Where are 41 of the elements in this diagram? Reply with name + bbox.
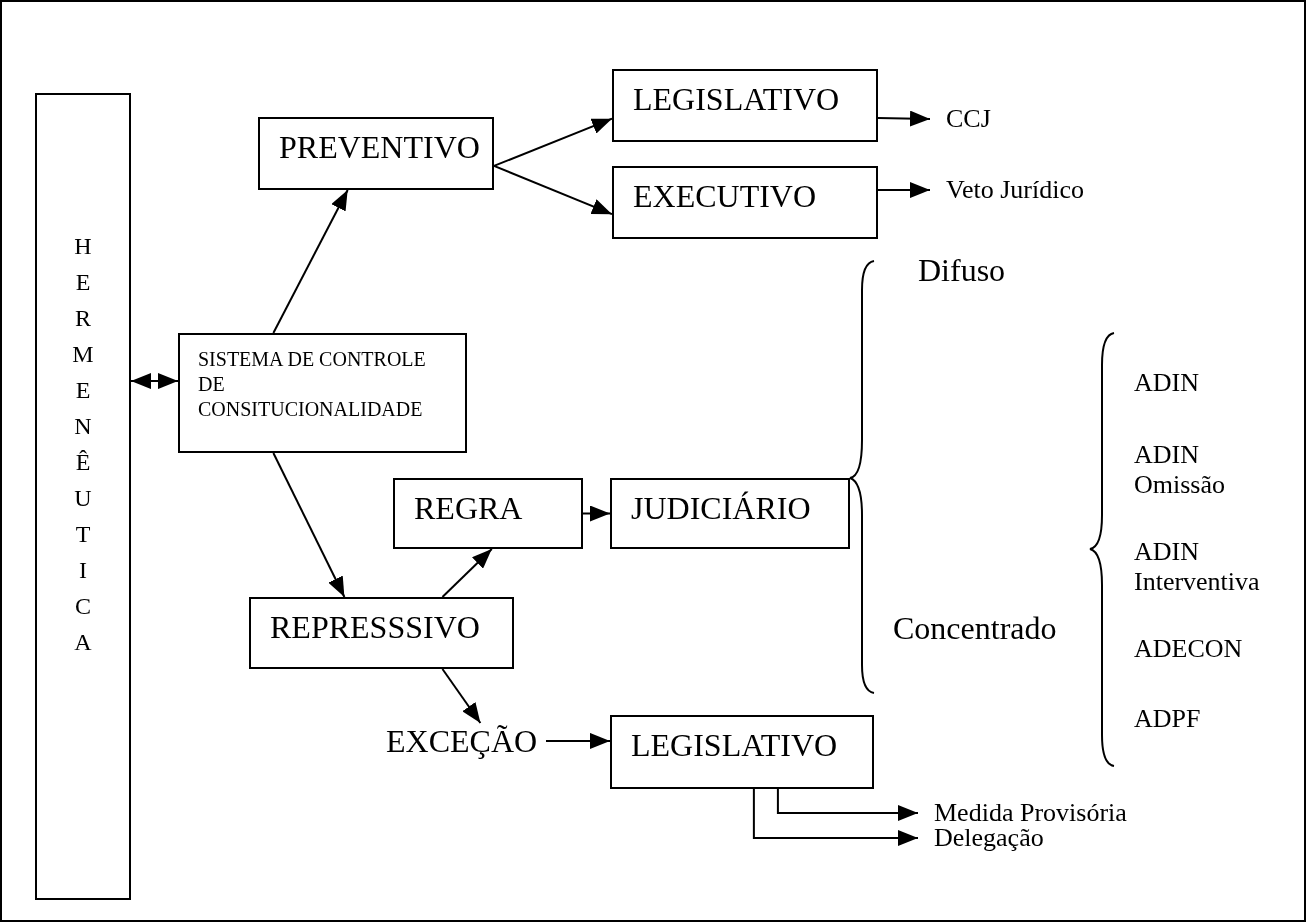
process-box bbox=[610, 478, 850, 549]
arrow bbox=[493, 164, 613, 216]
box-label: LEGISLATIVO bbox=[631, 727, 839, 763]
process-box bbox=[393, 478, 583, 549]
text-label: EXCEÇÃO bbox=[386, 723, 538, 759]
arrow bbox=[441, 548, 493, 598]
arrow bbox=[776, 788, 919, 821]
box-label: SISTEMA DE CONTROLE DE CONSITUCIONALIDADE bbox=[198, 347, 427, 422]
box-label: PREVENTIVO bbox=[279, 129, 481, 165]
text-label: Veto Jurídico bbox=[930, 175, 1084, 205]
arrow bbox=[582, 505, 611, 522]
box-label: LEGISLATIVO bbox=[633, 81, 841, 117]
box-label: REPRESSSIVO bbox=[270, 609, 481, 645]
text-label: ADPF bbox=[1134, 704, 1202, 734]
text-label: CCJ bbox=[930, 104, 991, 134]
box-label: EXECUTIVO bbox=[633, 178, 818, 214]
arrow bbox=[877, 110, 931, 127]
arrow bbox=[272, 452, 346, 598]
process-box bbox=[35, 93, 131, 900]
text-label: Difuso bbox=[918, 252, 1006, 288]
process-box bbox=[249, 597, 514, 669]
arrow bbox=[752, 788, 919, 846]
box-label: REGRA bbox=[414, 490, 524, 526]
text-label: ADECON bbox=[1134, 634, 1244, 664]
text-label: ADIN Interventiva bbox=[1134, 537, 1261, 597]
arrow bbox=[545, 732, 611, 749]
process-box bbox=[610, 715, 874, 789]
text-label: ADIN Omissão bbox=[1134, 440, 1226, 500]
arrow bbox=[272, 189, 349, 334]
text-label: ADIN bbox=[1134, 368, 1200, 398]
process-box bbox=[258, 117, 494, 190]
arrow bbox=[130, 373, 179, 390]
process-box bbox=[612, 69, 878, 142]
process-box bbox=[612, 166, 878, 239]
box-label: JUDICIÁRIO bbox=[631, 490, 812, 526]
text-label: Concentrado bbox=[893, 610, 1057, 646]
arrow bbox=[441, 668, 482, 724]
arrow bbox=[877, 182, 931, 199]
process-box bbox=[178, 333, 467, 453]
box-label: HERMENÊUTICA bbox=[72, 232, 94, 657]
arrow bbox=[493, 117, 613, 167]
